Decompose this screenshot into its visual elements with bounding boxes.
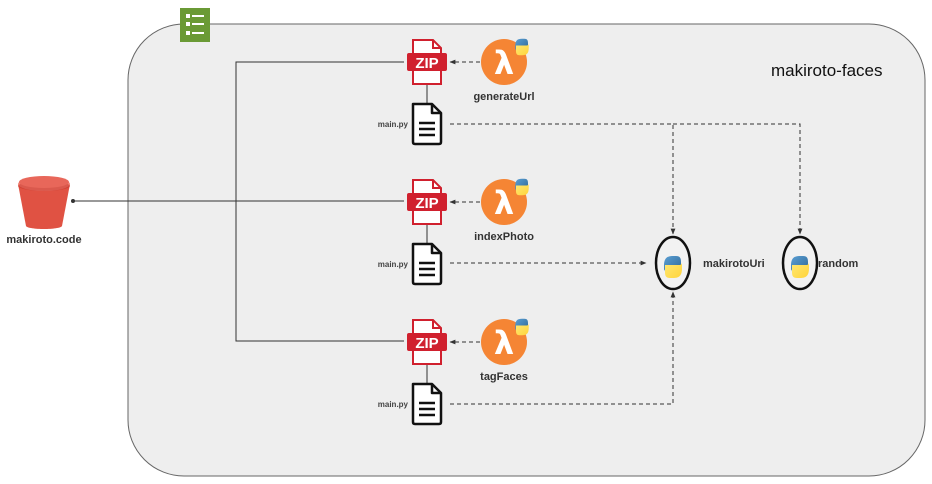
- file-name: main.py: [378, 120, 409, 129]
- python-module-icon: [664, 256, 682, 278]
- lambda-icon: λ: [481, 179, 527, 225]
- edges-solid: [71, 61, 429, 383]
- module-label: random: [818, 258, 859, 270]
- resource-group: makiroto-faces: [127, 23, 926, 477]
- function-name: indexPhoto: [474, 231, 534, 243]
- lambda-function[interactable]: λ tagFaces: [480, 318, 529, 383]
- function-generateUrl: ZIP λ generateUrl main.py: [378, 38, 535, 146]
- s3-bucket-icon: [18, 176, 70, 229]
- svg-text:λ: λ: [494, 324, 514, 362]
- source-file[interactable]: main.py: [378, 102, 443, 146]
- lambda-icon: λ: [481, 39, 527, 85]
- function-name: generateUrl: [473, 91, 534, 103]
- edges-dashed: [449, 59, 803, 405]
- zip-archive-icon[interactable]: ZIP: [407, 319, 447, 365]
- bucket-label: makiroto.code: [6, 234, 81, 246]
- svg-text:λ: λ: [494, 44, 514, 82]
- zip-label: ZIP: [415, 55, 438, 72]
- edge-main-generateUrl-random: [673, 123, 803, 235]
- zip-label: ZIP: [415, 195, 438, 212]
- file-icon: [411, 102, 443, 146]
- module-random[interactable]: random: [781, 235, 859, 291]
- python-icon: [515, 38, 529, 56]
- file-name: main.py: [378, 260, 409, 269]
- python-icon: [515, 318, 529, 336]
- zip-archive-icon[interactable]: ZIP: [407, 39, 447, 85]
- module-label: makirotoUri: [703, 258, 765, 270]
- edge-group-zip-generateUrl: [235, 61, 404, 342]
- module-makirotoUri[interactable]: makirotoUri: [654, 235, 765, 291]
- lambda-icon: λ: [481, 319, 527, 365]
- function-tagFaces: ZIP λ tagFaces main.py: [378, 318, 529, 426]
- lambda-function[interactable]: λ indexPhoto: [474, 178, 534, 243]
- file-icon: [411, 242, 443, 286]
- s3-bucket[interactable]: makiroto.code: [6, 176, 82, 246]
- zip-label: ZIP: [415, 335, 438, 352]
- edge-main-tagFaces-makirotoUri: [450, 291, 676, 405]
- python-module-icon: [791, 256, 809, 278]
- file-name: main.py: [378, 400, 409, 409]
- function-indexPhoto: ZIP λ indexPhoto main.py: [378, 178, 534, 286]
- group-title: makiroto-faces: [771, 61, 882, 80]
- edge-main-generateUrl-makirotoUri: [450, 123, 676, 235]
- svg-text:λ: λ: [494, 184, 514, 222]
- function-name: tagFaces: [480, 371, 528, 383]
- source-file[interactable]: main.py: [378, 382, 443, 426]
- lambda-function[interactable]: λ generateUrl: [473, 38, 535, 103]
- python-icon: [515, 178, 529, 196]
- source-file[interactable]: main.py: [378, 242, 443, 286]
- zip-archive-icon[interactable]: ZIP: [407, 179, 447, 225]
- resource-group-icon: [180, 8, 210, 42]
- file-icon: [411, 382, 443, 426]
